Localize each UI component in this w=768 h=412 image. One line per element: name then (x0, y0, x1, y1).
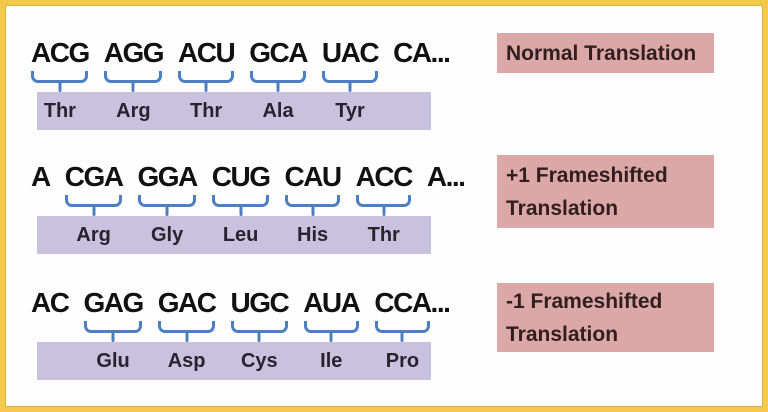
codon-row-normal: ACG Thr AGG Arg ACU Thr GCA Ala UAC Tyr CA... (5, 38, 763, 130)
amino-acid-label (427, 216, 446, 254)
amino-acid-label (393, 92, 430, 130)
codon-unit: ACC Thr (355, 161, 414, 254)
codon-unit: GCA Ala (249, 37, 308, 130)
amino-acid-label: His (297, 223, 329, 246)
codon-text: UGC (230, 287, 289, 318)
amino-acid-label: Ala (262, 99, 294, 122)
codon-text: CAU (284, 161, 342, 192)
translation-label-line: Translation (506, 196, 619, 220)
amino-acid-label: Leu (222, 223, 259, 246)
underbrace-icon (284, 195, 341, 207)
translation-label-line: -1 Frameshifted (506, 289, 663, 313)
underbrace-icon (65, 195, 122, 207)
amino-acid-label: Cys (240, 349, 278, 372)
amino-acid-label: Gly (150, 223, 184, 246)
amino-acid-bar (37, 92, 431, 130)
codon-row-plus1-frameshift: A CGA Arg GGA Gly CUG Leu CAU His ACC Thr A... (5, 162, 763, 254)
underbrace-icon (322, 71, 378, 83)
underbrace-icon (212, 195, 270, 207)
codon-text: CCA (374, 287, 432, 318)
codon-text: CUG (211, 161, 271, 192)
codon-unit: GGA Gly (137, 161, 198, 254)
codon-unit: UGC Cys (230, 287, 289, 380)
codon-text: ACC (355, 161, 414, 192)
amino-acid-label: Tyr (335, 99, 365, 122)
codon-unit: CAU His (284, 161, 342, 254)
ellipsis-text: ... (430, 37, 451, 68)
codon-text: CA (393, 37, 432, 68)
translation-label-line: +1 Frameshifted (506, 163, 668, 187)
translation-label-line: Translation (506, 322, 619, 346)
underbrace-icon (356, 195, 412, 207)
codon-unit: AGG Arg (103, 37, 165, 130)
codon-unit: UAC Tyr (321, 37, 380, 130)
codon-text: GAC (157, 287, 217, 318)
codon-sequence: AC GAG Glu GAC Asp UGC Cys AUA Ile CCA... Pro (5, 288, 763, 380)
codon-text: AC (31, 287, 70, 318)
amino-acid-label: Pro (385, 349, 420, 372)
codon-unit: AUA Ile (303, 287, 361, 380)
amino-acid-label: Ile (320, 349, 343, 372)
codon-unit: CA... (393, 37, 451, 130)
underbrace-icon (303, 321, 359, 333)
amino-acid-label (31, 216, 50, 254)
codon-unit: CUG Leu (211, 161, 271, 254)
codon-unit: A (31, 161, 51, 254)
amino-acid-label: Arg (76, 223, 111, 246)
codon-text: GCA (249, 37, 308, 68)
codon-text: AGG (103, 37, 165, 68)
amino-acid-bar (37, 216, 431, 254)
amino-acid-label: Glu (96, 349, 130, 372)
underbrace-icon (249, 71, 307, 83)
codon-text: UAC (321, 37, 380, 68)
ellipsis-text: ... (445, 161, 466, 192)
underbrace-icon (374, 321, 431, 333)
underbrace-icon (230, 321, 288, 333)
codon-text: GAG (83, 287, 144, 318)
codon-text: A (31, 161, 51, 192)
codon-unit: A... (426, 161, 466, 254)
translation-label-normal: Normal Translation (497, 33, 714, 73)
amino-acid-label: Thr (367, 223, 400, 246)
ellipsis-text: ... (430, 287, 451, 318)
codon-unit: ACU Thr (178, 37, 236, 130)
codon-unit: ACG Thr (31, 37, 90, 130)
codon-text: GGA (137, 161, 198, 192)
codon-unit: CCA... Pro (374, 287, 451, 380)
codon-sequence: ACG Thr AGG Arg ACU Thr GCA Ala UAC Tyr CA... (5, 38, 763, 130)
underbrace-icon (104, 71, 163, 83)
underbrace-icon (178, 71, 234, 83)
underbrace-icon (31, 71, 89, 83)
amino-acid-label: Thr (43, 99, 76, 122)
amino-acid-label: Thr (189, 99, 223, 122)
codon-text: A (426, 161, 447, 192)
codon-unit: GAG Glu (83, 287, 144, 380)
translation-label-line: Normal Translation (506, 41, 697, 65)
amino-acid-label: Asp (167, 349, 206, 372)
codon-text: CGA (64, 161, 124, 192)
codon-unit: GAC Asp (157, 287, 217, 380)
amino-acid-label: Arg (116, 99, 151, 122)
codon-text: ACG (31, 37, 90, 68)
codon-text: AUA (303, 287, 361, 318)
amino-acid-bar (37, 342, 431, 380)
underbrace-icon (84, 321, 143, 333)
amino-acid-label (31, 342, 68, 380)
codon-unit: AC (31, 287, 70, 380)
codon-sequence: A CGA Arg GGA Gly CUG Leu CAU His ACC Thr A... (5, 162, 763, 254)
codon-text: ACU (178, 37, 236, 68)
codon-row-minus1-frameshift: AC GAG Glu GAC Asp UGC Cys AUA Ile CCA... Pro (5, 288, 763, 380)
codon-unit: CGA Arg (64, 161, 124, 254)
underbrace-icon (138, 195, 197, 207)
underbrace-icon (158, 321, 215, 333)
